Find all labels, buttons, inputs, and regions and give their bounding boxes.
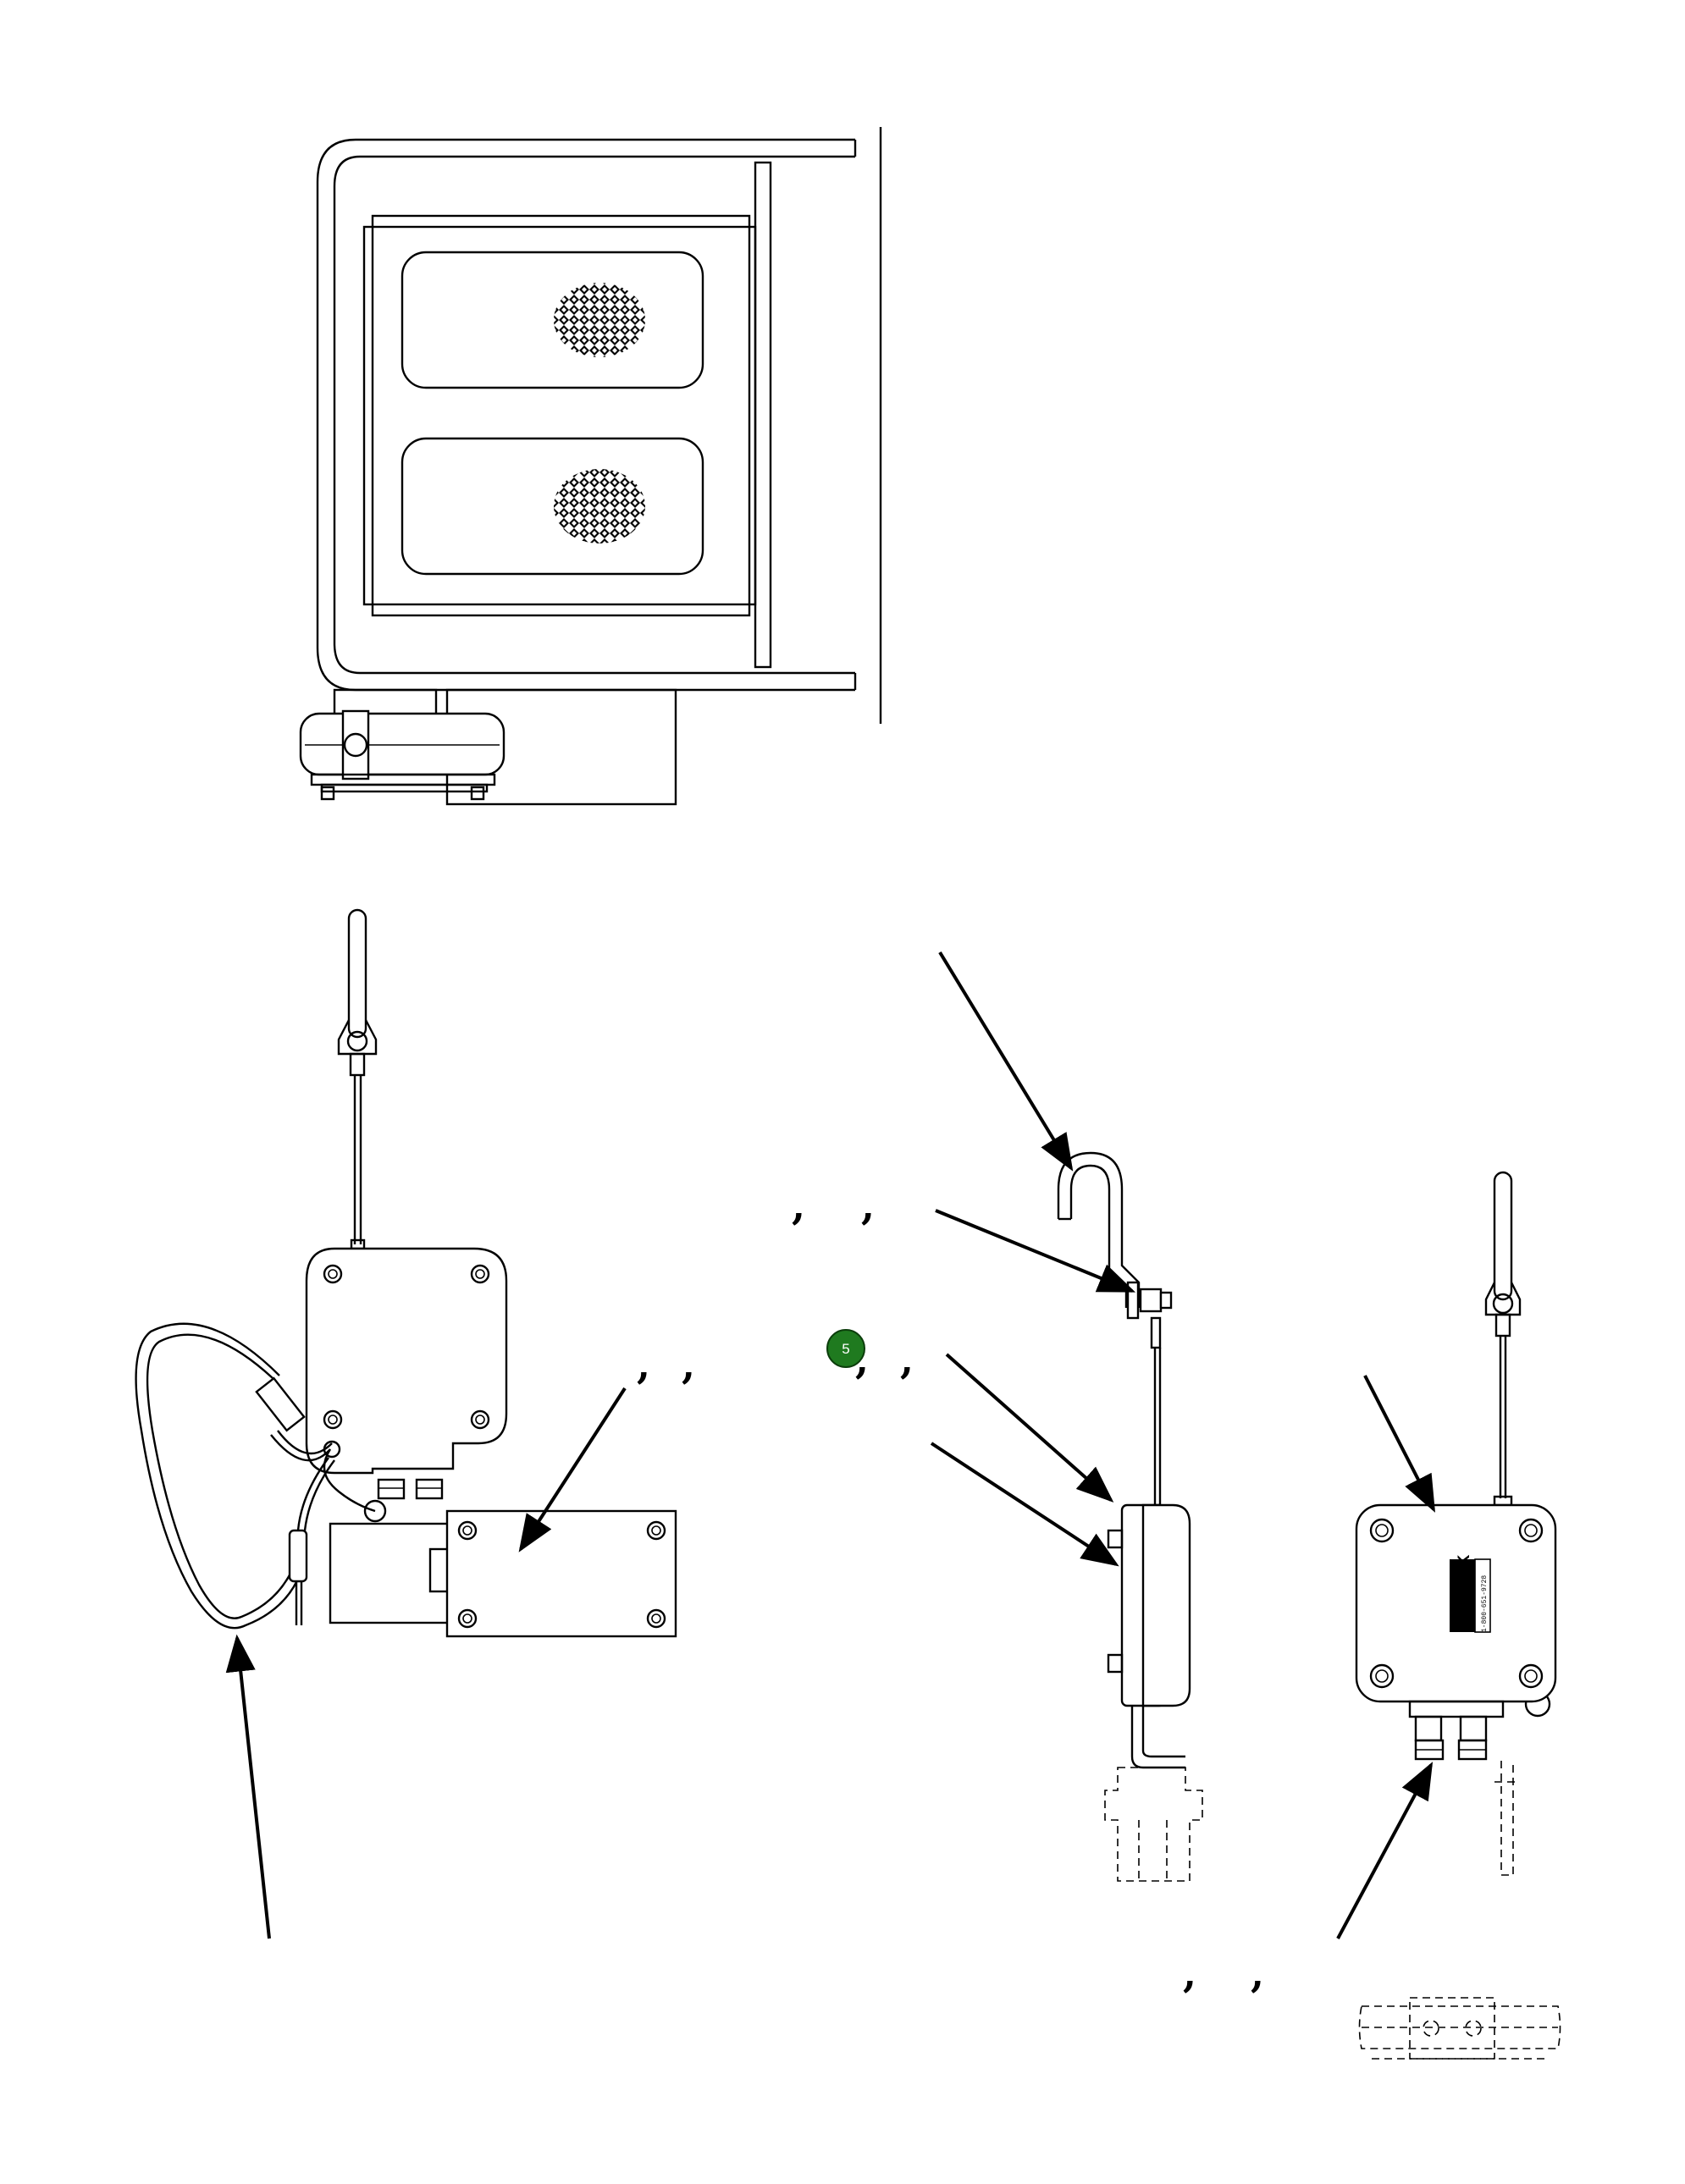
leader-arrow-side-bolt-lower	[930, 1442, 1119, 1567]
callout-separator: ,	[1183, 1950, 1196, 1996]
callout-separator: ,	[861, 1183, 875, 1228]
callout-separators: , , , , , , , ,	[637, 1183, 1264, 1996]
right-view-module-front: SANDVIK 1-800-651-9728	[1355, 1171, 1557, 1876]
leader-arrow-bracket-plate	[518, 1387, 627, 1553]
logo-phone: 1-800-651-9728	[1481, 1575, 1489, 1632]
leader-arrow-side-bolt-upper	[945, 1353, 1114, 1503]
logo-brand: SANDVIK	[1456, 1554, 1473, 1627]
leader-arrow-hook	[938, 951, 1074, 1172]
lanyard-cable	[135, 1322, 335, 1630]
sandvik-logo: SANDVIK 1-800-651-9728	[1450, 1554, 1491, 1633]
vent-grille-upper	[554, 283, 645, 357]
callout-separator: ,	[682, 1342, 695, 1387]
middle-view-side-profile	[1057, 1151, 1203, 1882]
left-view-radio-module	[135, 908, 677, 1638]
callout-separator: ,	[900, 1337, 914, 1382]
bottom-detail-view	[1358, 1997, 1561, 2060]
vent-grille-lower	[554, 469, 645, 543]
callout-separator: ,	[637, 1342, 650, 1387]
leader-arrows	[225, 951, 1436, 1939]
leader-arrow-module-face	[1363, 1375, 1436, 1513]
callout-separator: ,	[792, 1183, 805, 1228]
step-marker[interactable]: 5	[826, 1329, 865, 1368]
leader-arrow-lanyard	[225, 1634, 271, 1939]
callout-separator: ,	[1251, 1950, 1264, 1996]
step-marker-label: 5	[842, 1341, 849, 1357]
leader-arrow-connector	[1336, 1762, 1434, 1939]
top-view-assembly	[299, 127, 882, 806]
leader-arrow-clamp	[935, 1209, 1136, 1293]
